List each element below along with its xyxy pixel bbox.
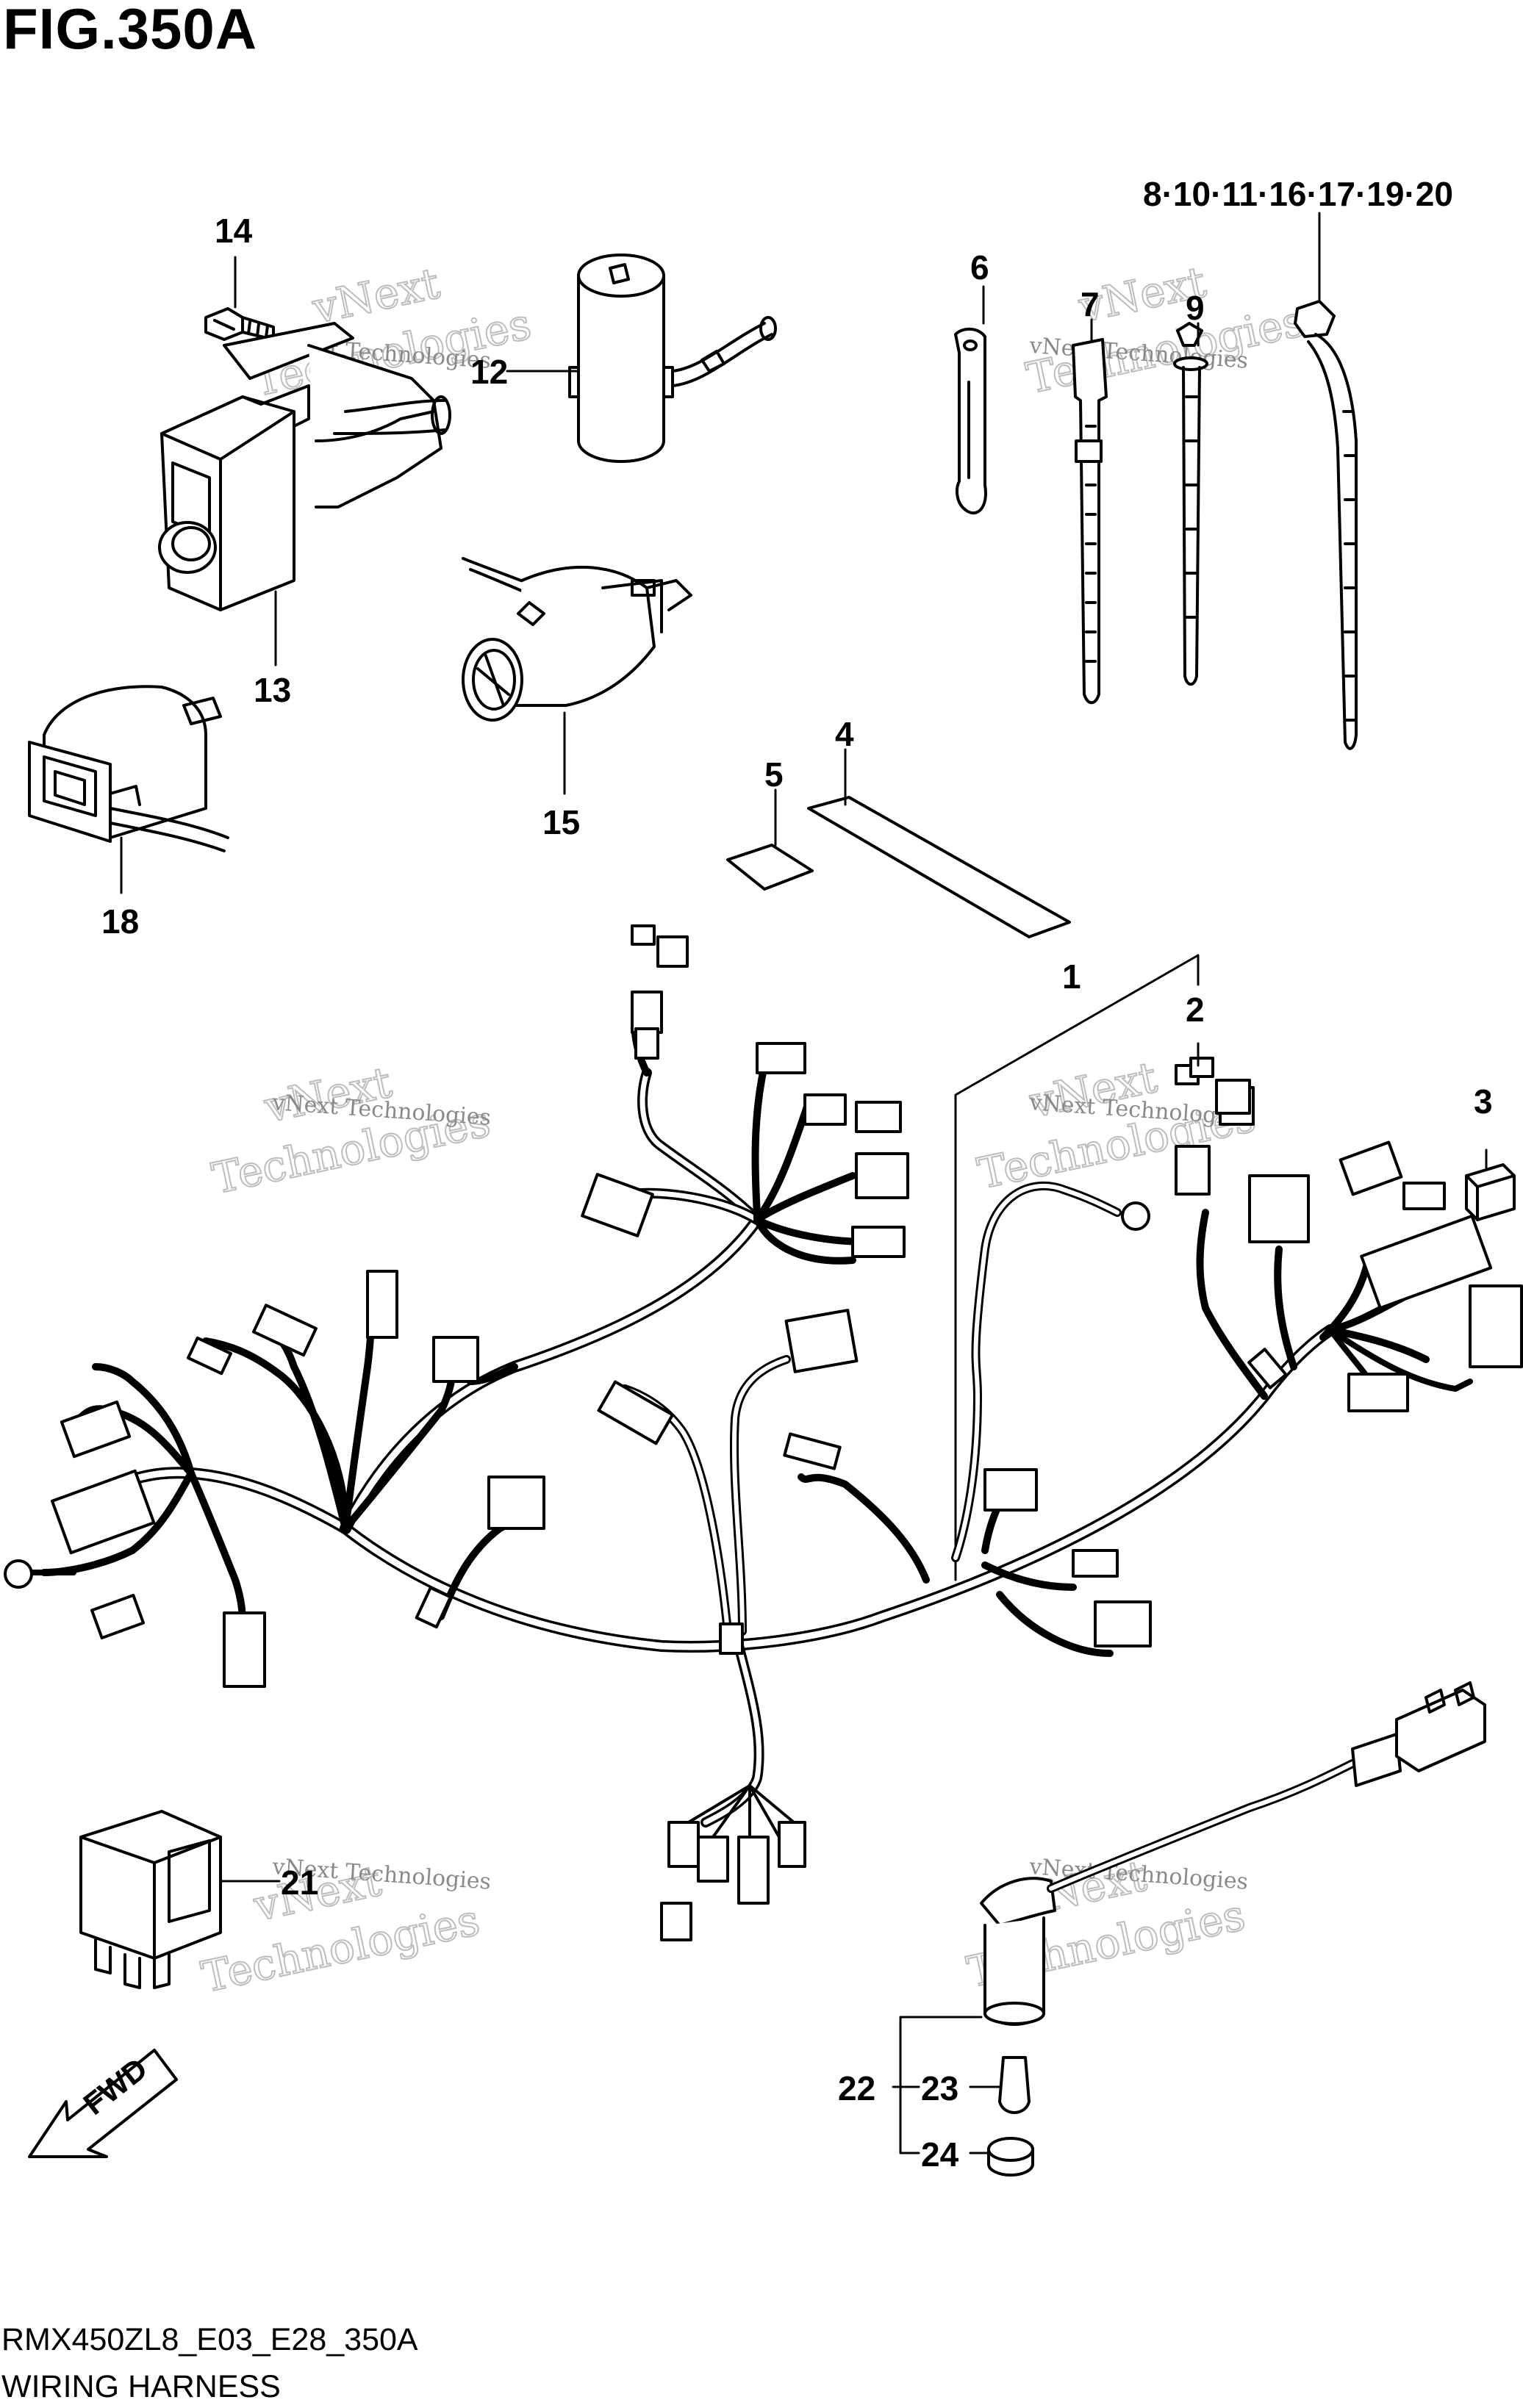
callout-group-ties: 8·10·11·16·17·19·20 <box>1143 175 1453 213</box>
part-22-sensor <box>980 1681 1486 2026</box>
figure-title: FIG.350A <box>3 0 258 61</box>
callout-18: 18 <box>101 902 139 941</box>
part-2-fuse <box>1189 1057 1251 1115</box>
connectors <box>4 924 1523 1941</box>
callout-9: 9 <box>1186 289 1205 327</box>
callout-7: 7 <box>1081 285 1100 323</box>
part-1-bracket <box>954 954 1200 1581</box>
callout-13: 13 <box>254 671 291 709</box>
part-6-clamp <box>954 327 987 515</box>
part-13-switch <box>158 322 451 611</box>
callout-12: 12 <box>470 353 508 391</box>
part-5-pad <box>726 844 814 891</box>
part-4-tape <box>807 796 1071 938</box>
callout-2: 2 <box>1186 991 1205 1029</box>
callout-21: 21 <box>281 1863 318 1902</box>
callout-22: 22 <box>838 2069 875 2107</box>
part-3-cap <box>1465 1163 1516 1221</box>
callout-labels: 14 13 12 15 18 6 7 9 8·10·11·16·17·19·20… <box>101 175 1493 2174</box>
part-8-20-long-tie <box>1294 300 1358 750</box>
part-15-switch <box>462 557 692 722</box>
part-9-push-tie <box>1173 322 1208 686</box>
part-18-switch <box>28 685 229 852</box>
callout-5: 5 <box>764 755 784 794</box>
callout-1: 1 <box>1062 957 1081 996</box>
callout-24: 24 <box>921 2135 959 2174</box>
part-14-bolt <box>204 307 275 341</box>
callout-15: 15 <box>542 803 580 841</box>
diagram-code: RMX450ZL8_E03_E28_350A <box>1 2322 418 2357</box>
leader-lines <box>120 212 1488 2154</box>
callout-3: 3 <box>1474 1082 1493 1121</box>
part-23-bulb <box>998 2056 1031 2114</box>
part-12-cylinder <box>568 254 777 463</box>
fwd-arrow <box>28 2049 178 2158</box>
harness-bands <box>415 1348 1288 1655</box>
part-24-grommet <box>987 2137 1034 2177</box>
callout-4: 4 <box>835 715 854 753</box>
callout-23: 23 <box>921 2069 958 2107</box>
callout-14: 14 <box>215 212 253 250</box>
part-21-relay <box>79 1810 222 1989</box>
part-7-cable-tie <box>1072 338 1108 705</box>
callout-6: 6 <box>970 248 989 287</box>
diagram-caption: WIRING HARNESS <box>1 2369 281 2404</box>
